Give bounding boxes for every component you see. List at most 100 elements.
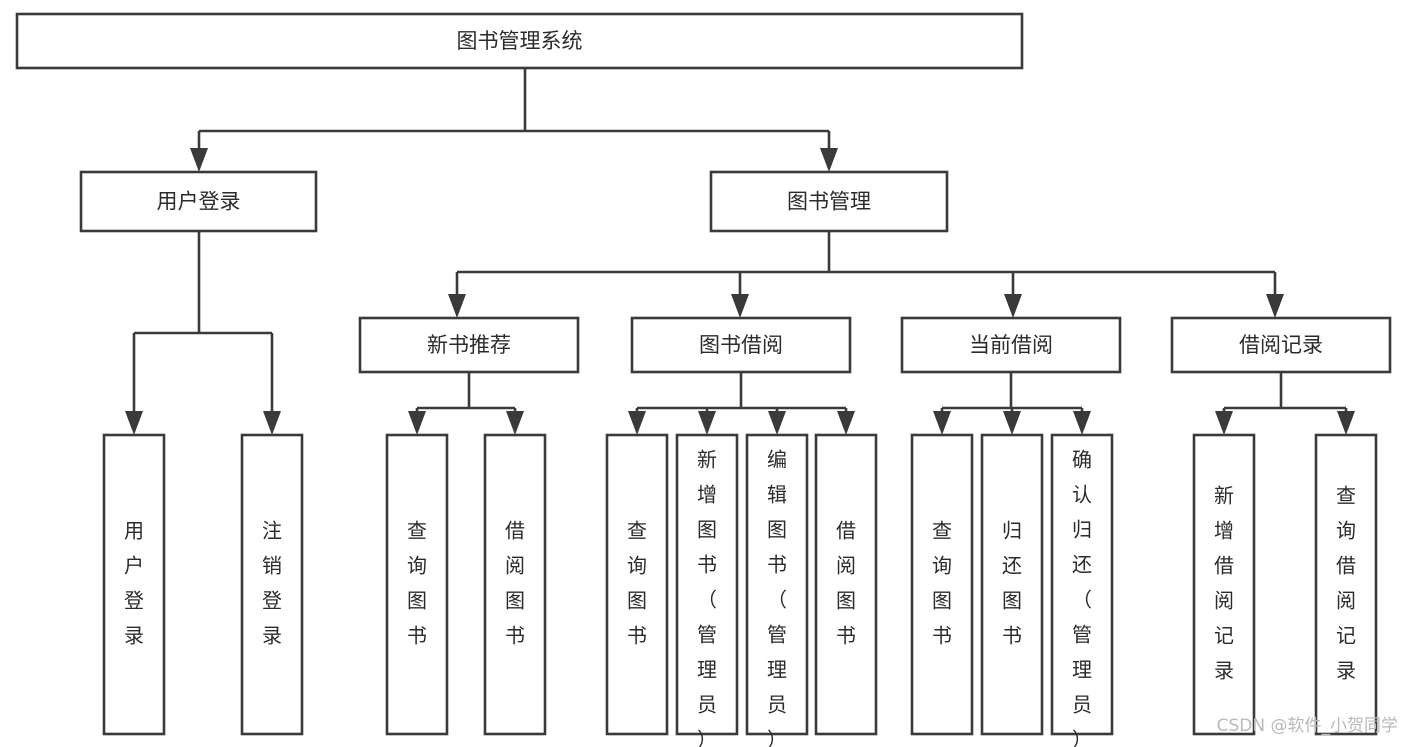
node-label-char: 录 (262, 624, 282, 648)
node-label-char: 员 (767, 693, 787, 717)
node-label-char: ） (697, 728, 717, 747)
node-label-char: 辑 (767, 483, 787, 507)
node-label-char: 询 (627, 554, 647, 578)
node-label-char: 借 (505, 519, 525, 543)
node-label-char: 认 (1072, 483, 1092, 507)
node-label-char: 书 (697, 553, 717, 577)
node-box (675, 433, 739, 736)
node-box (910, 433, 974, 736)
node-label-char: 归 (1072, 518, 1092, 542)
node-label-char: 图 (932, 589, 952, 613)
node-label-char: 询 (1336, 519, 1356, 543)
connector-layer (125, 68, 1355, 435)
node-label-char: 阅 (1214, 589, 1234, 613)
node-label-char: 查 (627, 519, 647, 543)
node-label-char: 登 (262, 589, 282, 613)
csdn-watermark: CSDN @软件_小贺同学 (1217, 716, 1398, 736)
node-label: 图书管理 (787, 190, 871, 214)
node-label-char: 图 (1002, 589, 1022, 613)
node-label: 图书借阅 (699, 333, 783, 357)
connector-book-management-to-level3 (448, 231, 1284, 318)
node-root[interactable]: 图书管理系统 (15, 12, 1024, 70)
node-label-char: 图 (697, 518, 717, 542)
node-user-login[interactable]: 用户登录 (79, 170, 318, 233)
node-label-char: 书 (407, 624, 427, 648)
node-label-char: 图 (505, 589, 525, 613)
node-label-char: 记 (1214, 624, 1234, 648)
node-label-char: 管 (767, 623, 787, 647)
node-label-char: 阅 (836, 554, 856, 578)
node-book-borrow[interactable]: 图书借阅 (630, 316, 852, 374)
node-label-char: 图 (767, 518, 787, 542)
node-label: 图书管理系统 (457, 29, 583, 53)
node-label-char: 图 (836, 589, 856, 613)
node-label-char: 理 (697, 658, 717, 682)
node-label-char: ） (767, 728, 787, 747)
node-label-char: 编 (767, 448, 787, 472)
node-book-management[interactable]: 图书管理 (709, 170, 949, 233)
node-label-char: 查 (1336, 484, 1356, 508)
node-label-char: 阅 (1336, 589, 1356, 613)
connector-user-login-to-leaves (125, 231, 281, 435)
node-label-char: 增 (1214, 519, 1234, 543)
node-label-char: 理 (1072, 658, 1092, 682)
node-box (709, 170, 949, 233)
node-box (483, 433, 547, 736)
node-label-char: 询 (407, 554, 427, 578)
node-box (605, 433, 669, 736)
node-box (1170, 316, 1392, 374)
node-label-char: （ (767, 588, 787, 612)
node-label-char: 阅 (505, 554, 525, 578)
node-label-char: 理 (767, 658, 787, 682)
node-box (15, 12, 1024, 70)
node-leaf-user-login[interactable]: 用户登录 (102, 433, 166, 736)
connector-book-borrow-to-leaves (628, 372, 855, 435)
node-label-char: 图 (407, 589, 427, 613)
node-label-char: 图 (627, 589, 647, 613)
node-label-char: 询 (932, 554, 952, 578)
node-label: 新书推荐 (427, 333, 511, 357)
node-box (1192, 433, 1256, 736)
node-label-char: 新 (697, 448, 717, 472)
node-label: 当前借阅 (969, 333, 1053, 357)
connector-current-borrow-to-leaves (933, 372, 1091, 435)
node-label-char: 还 (1002, 554, 1022, 578)
node-label-char: 录 (1214, 659, 1234, 683)
node-box (1050, 433, 1114, 736)
node-label-char: 归 (1002, 519, 1022, 543)
node-label-char: 查 (407, 519, 427, 543)
node-label-char: 员 (1072, 693, 1092, 717)
node-label-char: 录 (1336, 659, 1356, 683)
node-box (980, 433, 1044, 736)
node-box (240, 433, 304, 736)
node-label: 借阅记录 (1239, 333, 1323, 357)
node-current-borrow[interactable]: 当前借阅 (900, 316, 1122, 374)
node-box (900, 316, 1122, 374)
node-label-char: ） (1072, 728, 1092, 747)
node-layer: 图书管理系统用户登录图书管理新书推荐图书借阅当前借阅借阅记录用户登录注销登录查询… (15, 12, 1392, 747)
node-box (385, 433, 449, 736)
node-label-char: 户 (124, 554, 144, 578)
node-label-char: 新 (1214, 484, 1234, 508)
connector-borrow-record-to-leaves (1215, 372, 1355, 435)
node-new-book-recommend[interactable]: 新书推荐 (358, 316, 580, 374)
node-label-char: 管 (1072, 623, 1092, 647)
node-borrow-record[interactable]: 借阅记录 (1170, 316, 1392, 374)
node-label-char: 增 (697, 483, 717, 507)
node-box (79, 170, 318, 233)
node-label-char: （ (697, 588, 717, 612)
